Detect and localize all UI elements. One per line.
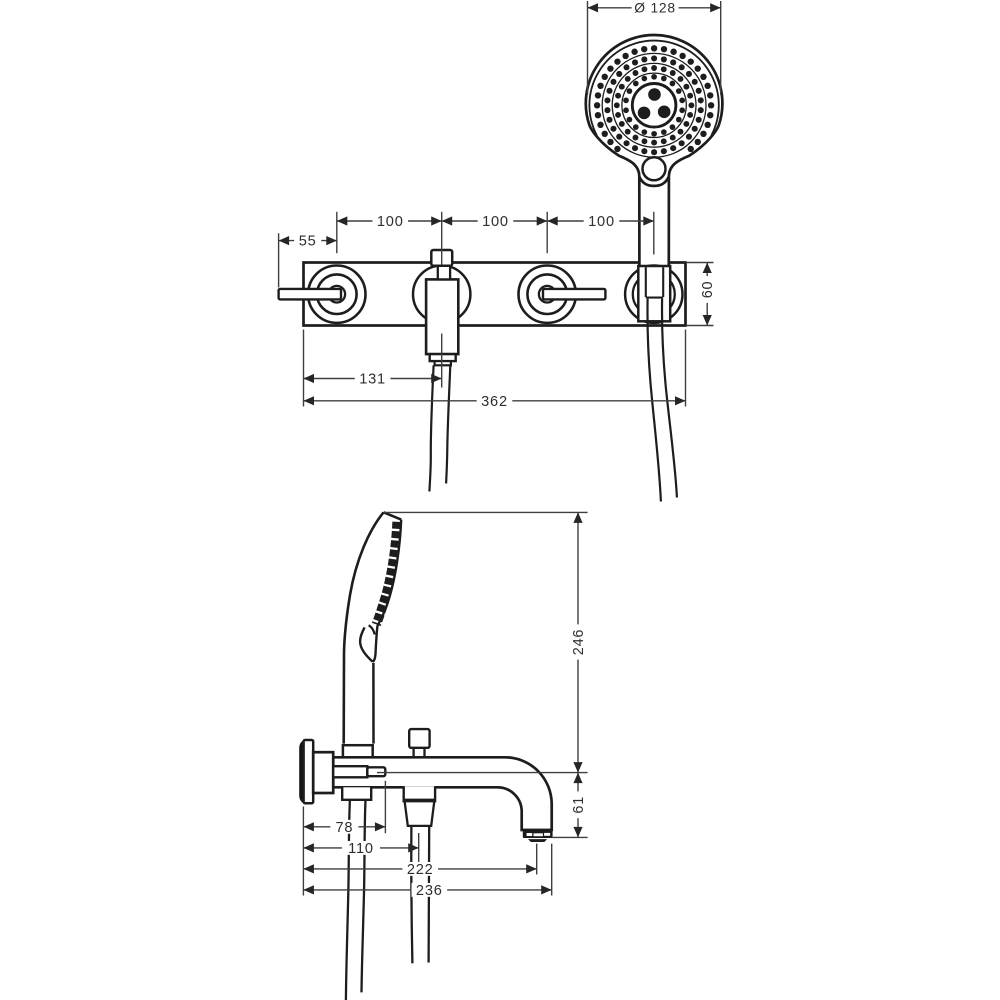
svg-text:222: 222 xyxy=(407,862,434,878)
svg-text:131: 131 xyxy=(359,372,386,388)
svg-text:61: 61 xyxy=(571,796,587,814)
svg-text:100: 100 xyxy=(377,214,404,230)
svg-text:60: 60 xyxy=(700,281,716,299)
svg-text:362: 362 xyxy=(481,394,508,410)
svg-text:110: 110 xyxy=(348,841,374,857)
svg-text:236: 236 xyxy=(416,883,443,899)
svg-text:100: 100 xyxy=(588,214,615,230)
svg-text:55: 55 xyxy=(299,234,317,250)
svg-text:246: 246 xyxy=(571,629,587,655)
svg-text:Ø 128: Ø 128 xyxy=(634,1,676,16)
svg-text:100: 100 xyxy=(482,214,509,230)
svg-text:78: 78 xyxy=(335,820,353,836)
